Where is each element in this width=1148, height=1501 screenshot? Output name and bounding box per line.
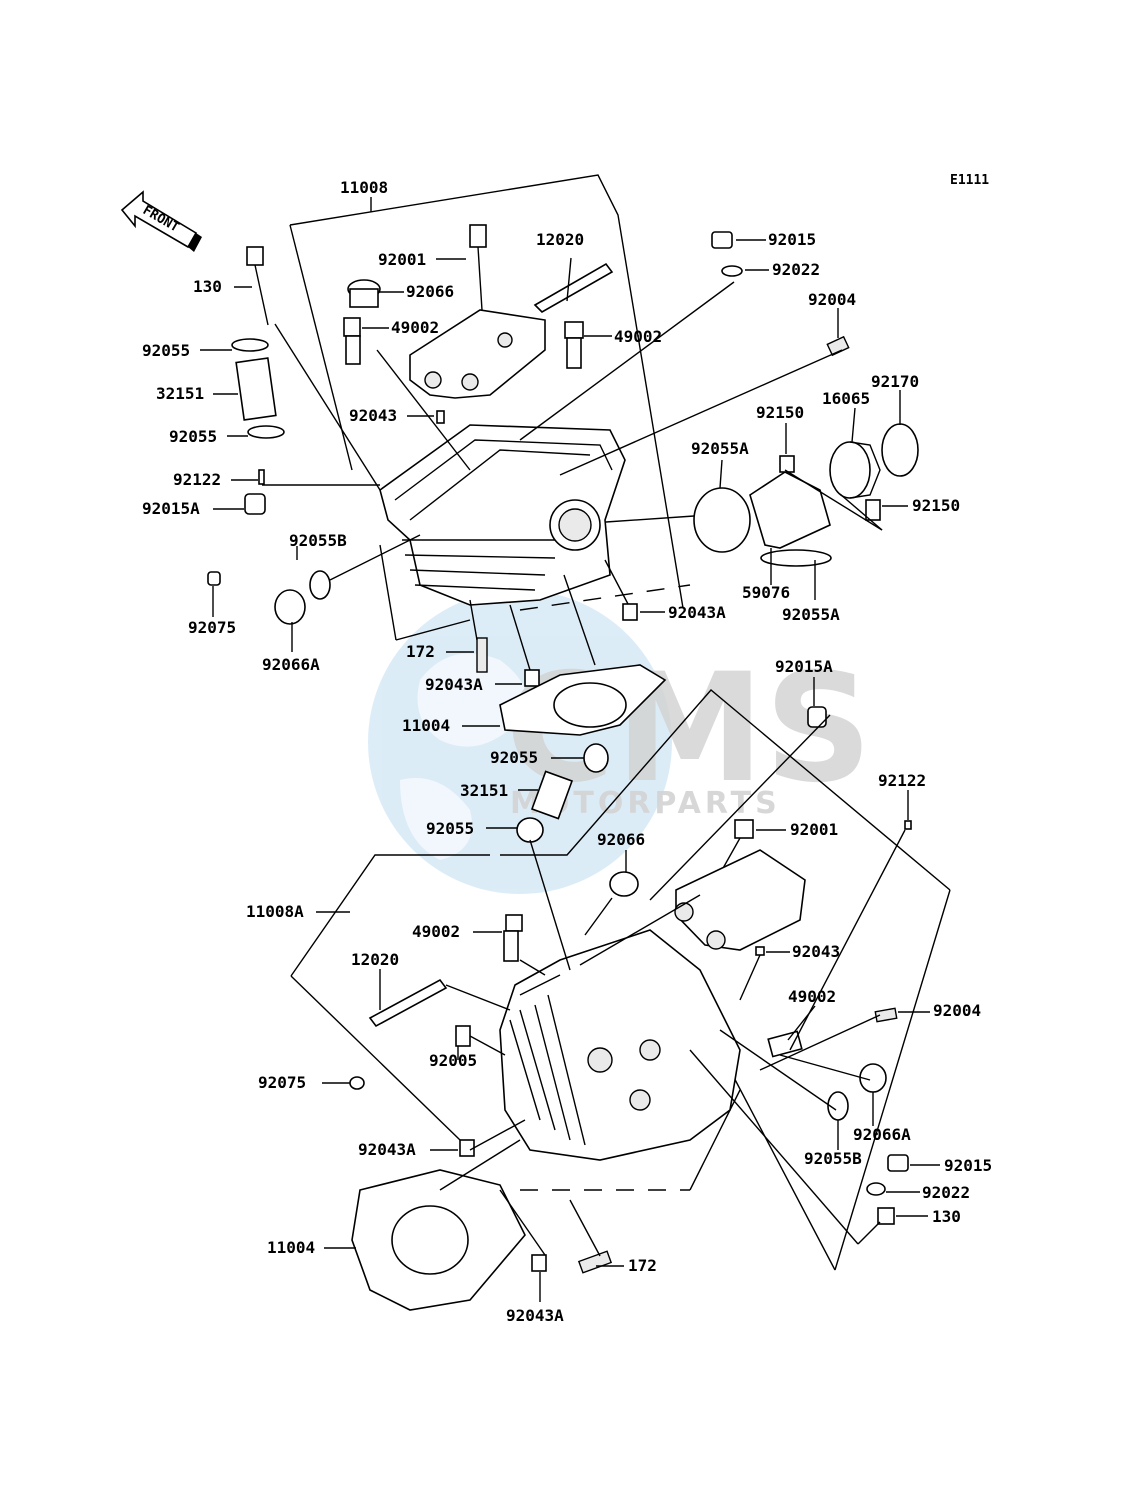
label-11008A[interactable]: 11008A bbox=[246, 902, 304, 921]
label-92066A-b[interactable]: 92066A bbox=[853, 1125, 911, 1144]
diagram-code: E1111 bbox=[950, 173, 989, 188]
label-12020-b[interactable]: 12020 bbox=[351, 950, 399, 969]
label-92015[interactable]: 92015 bbox=[768, 230, 816, 249]
part-labels: 11008 12020 92001 92066 49002 49002 130 … bbox=[142, 178, 992, 1325]
label-92043-b[interactable]: 92043 bbox=[792, 942, 840, 961]
upper-head-assembly bbox=[200, 174, 919, 736]
label-92005[interactable]: 92005 bbox=[429, 1051, 477, 1070]
label-92001-b[interactable]: 92001 bbox=[790, 820, 838, 839]
label-92043A-b[interactable]: 92043A bbox=[425, 675, 483, 694]
lower-head-assembly bbox=[290, 677, 951, 1311]
label-92004-b[interactable]: 92004 bbox=[933, 1001, 981, 1020]
label-59076[interactable]: 59076 bbox=[742, 583, 790, 602]
label-12020[interactable]: 12020 bbox=[536, 230, 584, 249]
label-92001[interactable]: 92001 bbox=[378, 250, 426, 269]
label-92055A-b[interactable]: 92055A bbox=[782, 605, 840, 624]
label-49002-c[interactable]: 49002 bbox=[412, 922, 460, 941]
label-11004-b[interactable]: 11004 bbox=[267, 1238, 315, 1257]
label-49002-left[interactable]: 49002 bbox=[391, 318, 439, 337]
label-92122[interactable]: 92122 bbox=[173, 470, 221, 489]
label-92055B-b[interactable]: 92055B bbox=[804, 1149, 862, 1168]
label-172-b[interactable]: 172 bbox=[628, 1256, 657, 1275]
label-92015A[interactable]: 92015A bbox=[142, 499, 200, 518]
label-92055A[interactable]: 92055A bbox=[691, 439, 749, 458]
front-arrow-icon: FRONT bbox=[120, 190, 202, 252]
label-92066-b[interactable]: 92066 bbox=[597, 830, 645, 849]
label-92066[interactable]: 92066 bbox=[406, 282, 454, 301]
label-92055[interactable]: 92055 bbox=[142, 341, 190, 360]
label-92004[interactable]: 92004 bbox=[808, 290, 856, 309]
label-92055-d[interactable]: 92055 bbox=[426, 819, 474, 838]
label-130[interactable]: 130 bbox=[193, 277, 222, 296]
label-92075[interactable]: 92075 bbox=[188, 618, 236, 637]
label-49002-d[interactable]: 49002 bbox=[788, 987, 836, 1006]
label-92150-b[interactable]: 92150 bbox=[912, 496, 960, 515]
label-92043[interactable]: 92043 bbox=[349, 406, 397, 425]
label-92055B[interactable]: 92055B bbox=[289, 531, 347, 550]
label-32151[interactable]: 32151 bbox=[156, 384, 204, 403]
label-92075-b[interactable]: 92075 bbox=[258, 1073, 306, 1092]
label-92043A-d[interactable]: 92043A bbox=[506, 1306, 564, 1325]
label-92015A-b[interactable]: 92015A bbox=[775, 657, 833, 676]
label-92055-c[interactable]: 92055 bbox=[490, 748, 538, 767]
label-92066A[interactable]: 92066A bbox=[262, 655, 320, 674]
label-11008[interactable]: 11008 bbox=[340, 178, 388, 197]
label-32151-b[interactable]: 32151 bbox=[460, 781, 508, 800]
label-92122-b[interactable]: 92122 bbox=[878, 771, 926, 790]
label-92022[interactable]: 92022 bbox=[772, 260, 820, 279]
label-92150[interactable]: 92150 bbox=[756, 403, 804, 422]
label-92022-b[interactable]: 92022 bbox=[922, 1183, 970, 1202]
label-92043A[interactable]: 92043A bbox=[668, 603, 726, 622]
label-92170[interactable]: 92170 bbox=[871, 372, 919, 391]
label-172[interactable]: 172 bbox=[406, 642, 435, 661]
label-16065[interactable]: 16065 bbox=[822, 389, 870, 408]
label-130-b[interactable]: 130 bbox=[932, 1207, 961, 1226]
label-92015-b[interactable]: 92015 bbox=[944, 1156, 992, 1175]
label-49002-right[interactable]: 49002 bbox=[614, 327, 662, 346]
label-92043A-c[interactable]: 92043A bbox=[358, 1140, 416, 1159]
label-11004[interactable]: 11004 bbox=[402, 716, 450, 735]
label-92055-b[interactable]: 92055 bbox=[169, 427, 217, 446]
